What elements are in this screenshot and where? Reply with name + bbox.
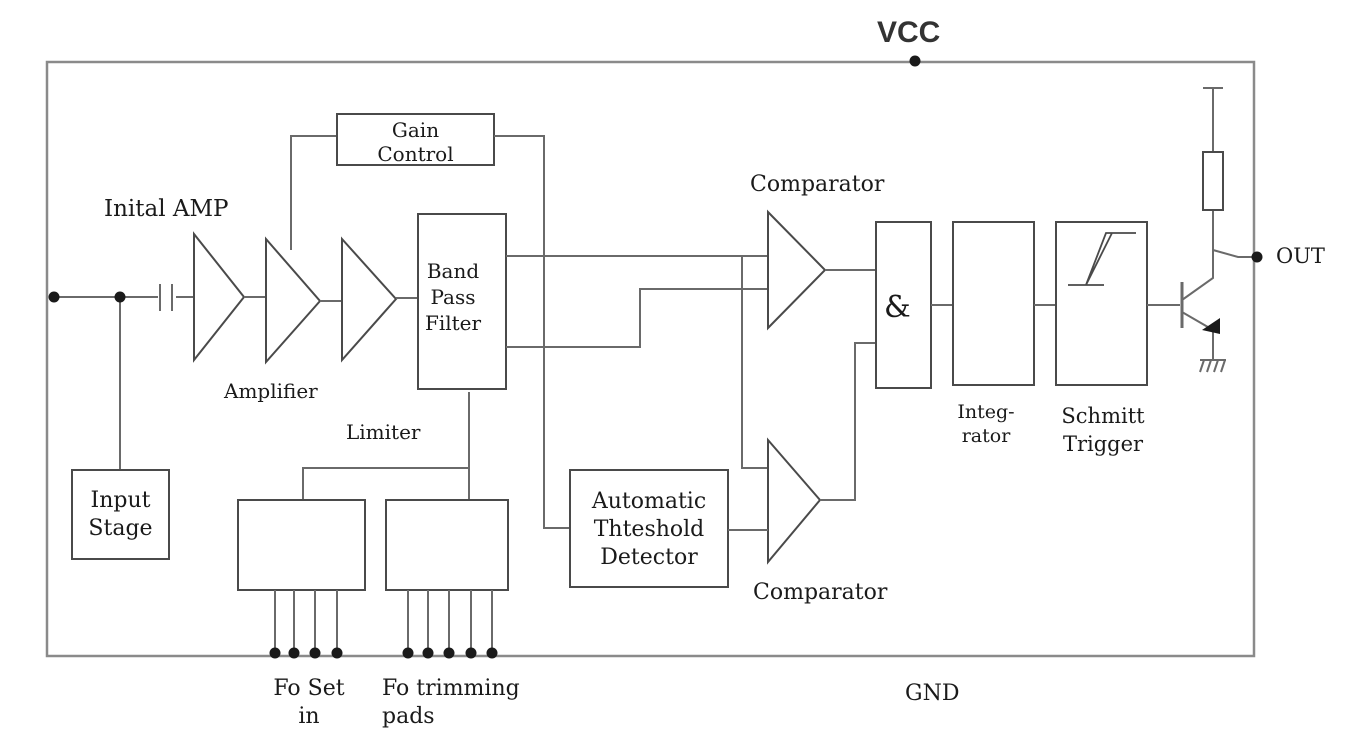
fo-set-pins: [274, 590, 338, 653]
bpf-line-1: Band: [426, 259, 480, 283]
limiter-label: Limiter: [346, 420, 421, 444]
limiter-triangle: [341, 236, 398, 363]
vcc-label: VCC: [877, 16, 941, 49]
integrator-block: [952, 221, 1035, 386]
input-wire: [54, 296, 194, 470]
fo-trim-line-2: pads: [382, 704, 435, 729]
gain-control-line-2: Control: [377, 142, 454, 166]
ground-symbol-icon: [1199, 359, 1226, 373]
gain-control-block: [336, 113, 495, 166]
schmitt-line-2: Trigger: [1062, 432, 1144, 456]
comparator-top-label: Comparator: [750, 172, 885, 197]
threshold-detector-label: Automatic Thteshold Detector: [570, 488, 728, 572]
pin-dot: [269, 647, 281, 659]
schmitt-trigger-block: [1055, 221, 1148, 386]
vcc-node: [909, 55, 921, 67]
pin-dot: [309, 647, 321, 659]
pin-dot: [288, 647, 300, 659]
out-label: OUT: [1276, 244, 1325, 268]
fo-set-line-1: Fo Set: [273, 676, 345, 701]
detector-line-2: Thteshold: [593, 517, 705, 542]
amplifier-label: Amplifier: [224, 379, 318, 403]
hysteresis-icon: [1068, 232, 1136, 286]
gain-feedback-wire: [290, 135, 337, 250]
band-pass-filter-block: [417, 213, 507, 390]
comparator-bottom-label: Comparator: [753, 580, 888, 605]
threshold-detector-block: [569, 469, 729, 588]
input-stage-label: Input Stage: [72, 487, 169, 543]
comparator-top-triangle: [767, 209, 827, 331]
input-stage-line-1: Input: [90, 488, 151, 513]
chip-outline: [45, 60, 1256, 658]
gain-control-label: Gain Control: [337, 118, 494, 166]
and-gate-label: &: [884, 290, 911, 325]
detector-line-1: Automatic: [591, 489, 707, 514]
pin-dot: [331, 647, 343, 659]
fo-set-block: [237, 499, 366, 591]
comparator-bottom-triangle: [767, 437, 822, 565]
transistor-legs: [1181, 258, 1214, 360]
bpf-to-comparator-wire: [506, 255, 768, 348]
out-node: [1251, 251, 1263, 263]
bpf-to-lower-comparator-wire: [741, 256, 768, 469]
fo-set-line-2: in: [298, 704, 320, 729]
pullup-resistor: [1202, 151, 1224, 211]
emitter-arrow-icon: [1202, 318, 1220, 334]
input-node: [48, 291, 60, 303]
coupling-capacitor: [159, 284, 173, 311]
inital-amp-label: Inital AMP: [104, 196, 229, 222]
fo-trim-line-1: Fo trimming: [382, 676, 520, 701]
input-stage-block: [71, 469, 170, 560]
fo-trim-pins: [407, 590, 493, 653]
input-stage-line-2: Stage: [88, 516, 153, 541]
fo-set-in-label: Fo Set in: [254, 675, 364, 731]
integrator-line-2: rator: [961, 425, 1011, 447]
fo-trimming-block: [385, 499, 509, 591]
pin-dot: [422, 647, 434, 659]
output-wire: [1212, 249, 1257, 258]
gain-to-threshold-wire: [494, 135, 570, 529]
pin-dot: [465, 647, 477, 659]
fo-trimming-pads-label: Fo trimming pads: [382, 675, 520, 731]
band-pass-filter-label: Band Pass Filter: [418, 258, 488, 336]
integrator-line-1: Integ-: [957, 401, 1015, 423]
bpf-line-3: Filter: [424, 311, 482, 335]
schmitt-line-1: Schmitt: [1061, 404, 1145, 428]
wire-comp-bottom-and: [820, 342, 876, 501]
pin-dot: [443, 647, 455, 659]
bpf-line-2: Pass: [430, 285, 476, 309]
integrator-label: Integ- rator: [946, 400, 1026, 448]
pin-dot: [402, 647, 414, 659]
amplifier-triangle: [265, 236, 322, 365]
and-gate-block: [875, 221, 932, 389]
detector-line-3: Detector: [600, 545, 698, 570]
schmitt-trigger-label: Schmitt Trigger: [1053, 402, 1153, 458]
pin-dot: [486, 647, 498, 659]
inital-amp-triangle: [193, 231, 246, 363]
gain-control-line-1: Gain: [391, 118, 440, 142]
bpf-to-trimming-wire: [302, 392, 470, 500]
input-junction-node: [114, 291, 126, 303]
gnd-label: GND: [905, 681, 960, 706]
